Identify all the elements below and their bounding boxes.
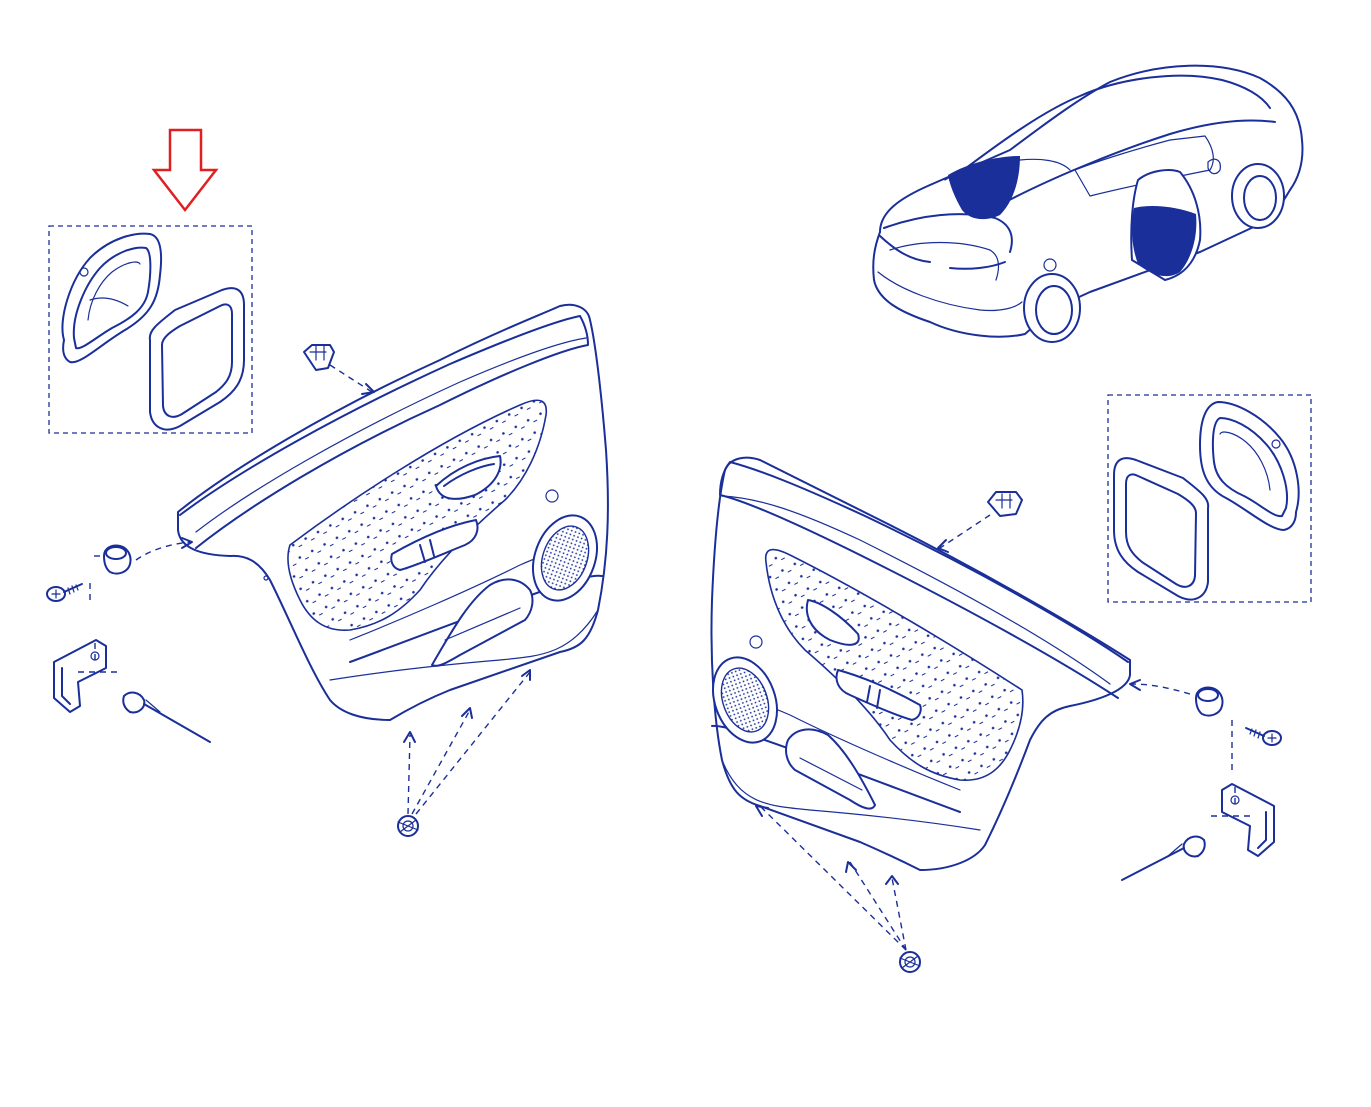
leader-arrowheads	[181, 383, 1141, 885]
bracket-right	[1208, 782, 1275, 857]
trim-clip-left	[303, 344, 373, 393]
push-fastener-right	[759, 805, 921, 973]
bracket-left	[53, 639, 120, 713]
speaker-grille-right	[712, 656, 778, 744]
screw-right	[1231, 720, 1282, 770]
speaker-grille-left	[532, 514, 598, 602]
screw-left	[46, 555, 104, 602]
vehicle-location-illustration	[872, 64, 1304, 343]
door-trim-panel-left	[177, 303, 609, 721]
handle-surround-right	[1199, 401, 1300, 531]
rivet-left	[122, 691, 211, 743]
retainer-clip-left	[103, 541, 191, 575]
push-fastener-left	[397, 671, 531, 837]
highlight-arrow-icon	[151, 128, 219, 213]
rivet-right	[1121, 835, 1206, 881]
handle-surround-left	[61, 232, 163, 364]
handle-bezel-right	[1113, 457, 1210, 601]
trim-clip-right	[939, 491, 1023, 549]
detail-box-right	[1107, 394, 1312, 603]
door-trim-panel-right	[710, 456, 1131, 871]
retainer-clip-right	[1131, 683, 1224, 717]
detail-box-left	[48, 225, 253, 434]
handle-bezel-left	[148, 287, 245, 431]
